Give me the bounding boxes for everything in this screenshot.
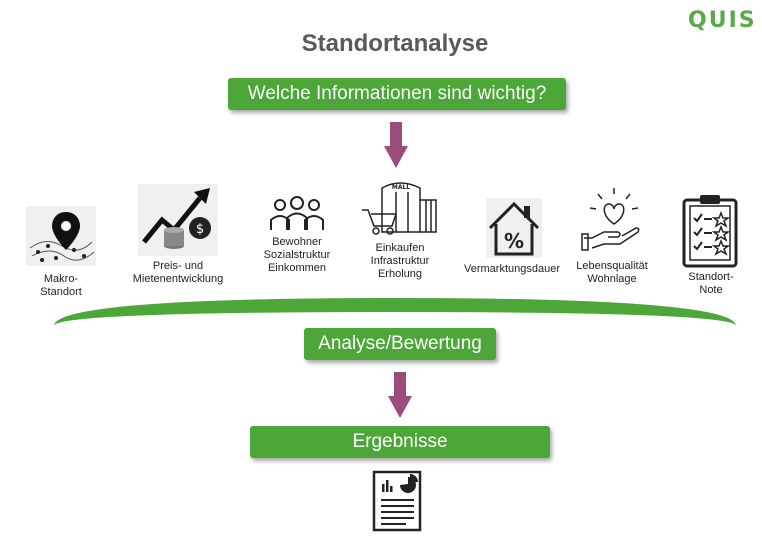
mall-shopping-icon: MALL xyxy=(362,182,437,235)
rising-price-chart-icon: $ xyxy=(138,184,218,256)
green-curve-bracket xyxy=(54,298,736,326)
people-group-icon xyxy=(270,196,324,230)
icon-label: Lebensqualität Wohnlage xyxy=(576,260,648,285)
map-location-icon xyxy=(26,206,96,266)
page-title: Standortanalyse xyxy=(301,30,489,57)
house-percent-icon: % xyxy=(486,198,542,258)
icon-label: Bewohner Sozialstruktur Einkommen xyxy=(263,236,331,274)
down-arrow-icon xyxy=(384,122,408,168)
icon-label: Einkaufen Infrastruktur Erholung xyxy=(370,242,430,280)
icon-label: Makro- Standort xyxy=(40,273,82,298)
report-document-icon xyxy=(372,470,422,532)
icon-label: Preis- und Mietenentwicklung xyxy=(132,260,224,285)
icon-label: Standort- Note xyxy=(688,271,734,296)
mall-sign: MALL xyxy=(392,184,410,191)
svg-text:$: $ xyxy=(196,222,204,237)
hand-heart-icon xyxy=(581,188,640,251)
clipboard-checklist-icon xyxy=(682,195,738,268)
results-button[interactable]: Ergebnisse xyxy=(250,426,550,458)
quis-logo: QUIS xyxy=(688,8,757,33)
percent-sign: % xyxy=(504,229,524,253)
down-arrow-icon xyxy=(388,372,412,418)
question-button[interactable]: Welche Informationen sind wichtig? xyxy=(228,78,566,110)
icon-label: Vermarktungsdauer xyxy=(464,263,560,275)
analysis-button[interactable]: Analyse/Bewertung xyxy=(304,328,496,360)
